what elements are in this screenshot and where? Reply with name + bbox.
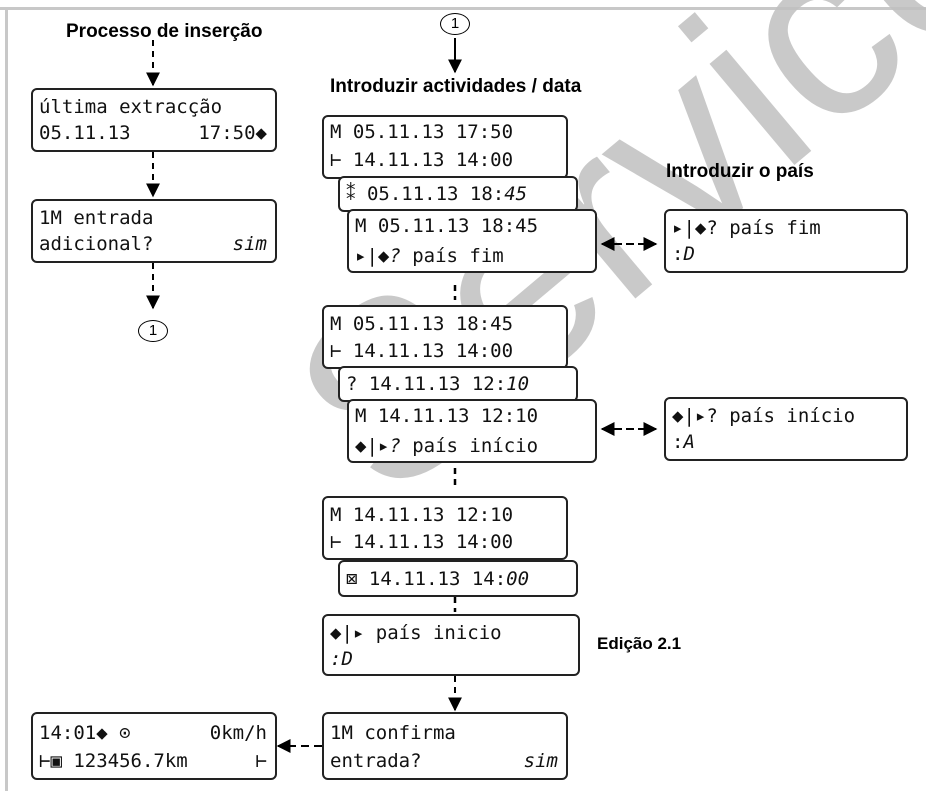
display-card-block1: M 05.11.13 17:50 ⊢ 14.11.13 14:00 [322, 115, 568, 179]
display-line: M 05.11.13 17:50 [330, 121, 514, 143]
display-minutes: 10 [506, 373, 530, 395]
display-colon: : [672, 431, 684, 453]
heading-insertion-process: Processo de inserção [66, 21, 263, 42]
display-manual-entry: 1M entrada adicional? sim [31, 199, 277, 263]
display-card-symbol: ⊢ [255, 750, 267, 772]
display-line: 14.11.13 14:00 [341, 531, 514, 553]
display-line: M 05.11.13 18:45 [330, 313, 514, 335]
display-activity-block3: ⊠ 14.11.13 14:00 [338, 560, 578, 597]
display-question: adicional? [39, 233, 154, 255]
display-last-withdrawal: última extracção 05.11.13 17:50◆ [31, 88, 277, 152]
display-line: 14.11.13 12: [357, 373, 507, 395]
display-line: ◆|▸ país inicio [330, 622, 502, 644]
display-question: entrada? [330, 750, 422, 772]
display-line: M 14.11.13 12:10 [330, 504, 514, 526]
frame-left-border [5, 7, 8, 791]
display-answer-yes: sim [232, 233, 267, 255]
display-minutes: 00 [506, 568, 530, 590]
display-line: última extracção [39, 96, 223, 118]
display-card-block3: M 14.11.13 12:10 ⊢ 14.11.13 14:00 [322, 496, 568, 560]
display-line: 14.11.13 14: [357, 568, 507, 590]
display-line: M 05.11.13 18:45 [355, 215, 539, 237]
card-withdrawal-icon: ⊢ [330, 531, 342, 553]
card-withdrawal-icon: ⊢ [330, 149, 342, 171]
display-line: 1M entrada [39, 207, 154, 229]
display-colon: : [330, 648, 342, 670]
heading-enter-country: Introduzir o país [666, 161, 814, 182]
display-question-mark: ? [389, 245, 401, 267]
display-line: ▸|◆? país fim [672, 217, 821, 239]
display-date: 05.11.13 [39, 122, 131, 144]
availability-icon: ⊠ [346, 568, 358, 590]
display-line: 14.11.13 14:00 [341, 340, 514, 362]
display-line: país início [400, 435, 539, 457]
end-country-icon: ▸|◆ [355, 245, 390, 267]
display-activity-block1: ⁑ 05.11.13 18:45 [338, 176, 578, 212]
connector-circle-left: 1 [138, 320, 168, 342]
display-minutes: 45 [504, 183, 528, 205]
display-country-end: ▸|◆? país fim :D [664, 209, 908, 273]
display-standard: 14:01◆ ⊙ 0km/h ⊢▣ 123456.7km ⊢ [31, 712, 277, 780]
display-country-start: ◆|▸ país inicio :D [322, 614, 580, 676]
card-withdrawal-icon: ⊢ [330, 340, 342, 362]
heading-enter-activities: Introduzir actividades / data [330, 76, 582, 97]
display-odometer: ⊢▣ 123456.7km [39, 750, 188, 772]
unknown-activity-icon: ? [346, 373, 358, 395]
display-country-code: D [341, 648, 353, 670]
display-speed: 0km/h [209, 722, 267, 744]
display-card-block2: M 05.11.13 18:45 ⊢ 14.11.13 14:00 [322, 305, 568, 369]
display-activity-block2: ? 14.11.13 12:10 [338, 366, 578, 402]
begin-country-icon: ◆|▸ [355, 435, 390, 457]
display-line: M 14.11.13 12:10 [355, 405, 539, 427]
display-answer-yes: sim [523, 750, 558, 772]
display-country-code: A [683, 431, 695, 453]
heading-edition: Edição 2.1 [597, 634, 682, 653]
frame-top-border [0, 7, 926, 10]
display-line: 14.11.13 14:00 [341, 149, 514, 171]
display-time-status: 14:01◆ ⊙ [39, 722, 131, 744]
display-line: ◆|▸? país início [672, 405, 856, 427]
display-confirm-entry: 1M confirma entrada? sim [322, 712, 568, 780]
display-line: país fim [400, 245, 504, 267]
display-time: 17:50◆ [198, 122, 267, 144]
display-line: 05.11.13 18: [355, 183, 505, 205]
display-country-code: D [683, 243, 695, 265]
display-question-mark: ? [389, 435, 401, 457]
display-colon: : [672, 243, 684, 265]
display-line: 1M confirma [330, 722, 456, 744]
display-country-begin-entry: M 14.11.13 12:10 ◆|▸? país início [347, 399, 597, 463]
display-country-end-entry: M 05.11.13 18:45 ▸|◆? país fim [347, 209, 597, 273]
connector-circle-top: 1 [440, 13, 470, 35]
display-country-begin: ◆|▸? país início :A [664, 397, 908, 461]
rest-icon: ⁑ [346, 183, 356, 205]
